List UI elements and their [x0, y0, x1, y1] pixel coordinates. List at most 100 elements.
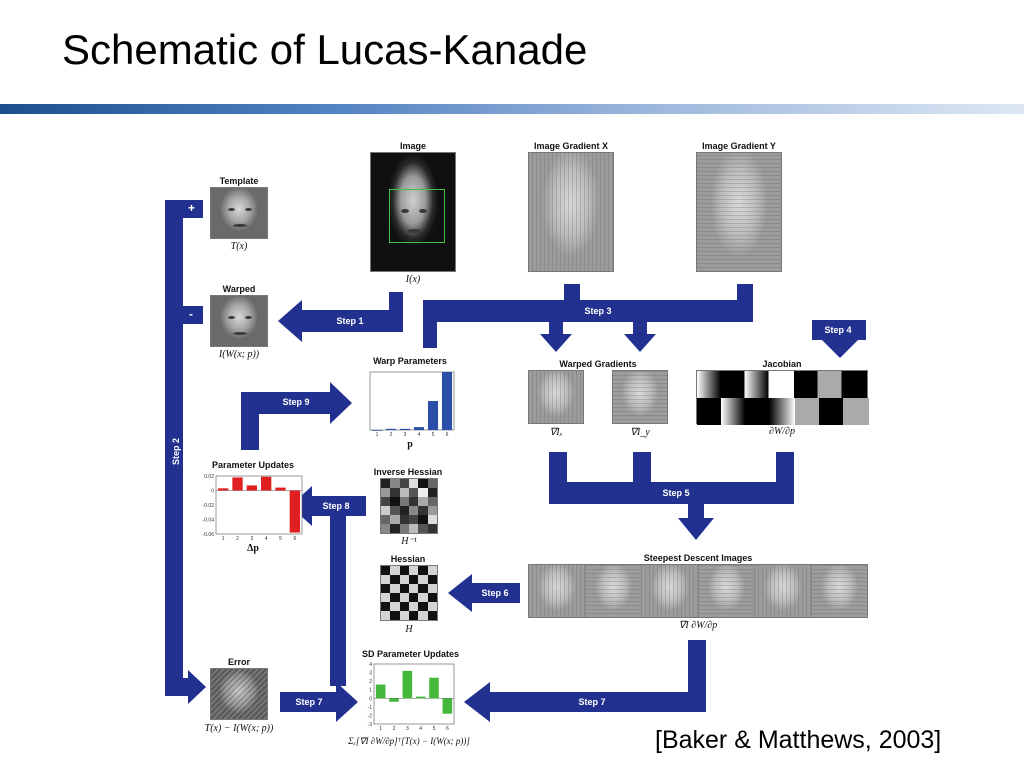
sd-updates-math: Σₓ[∇I ∂W/∂p]ᵀ[T(x) − I(W(x; p))]: [348, 736, 470, 746]
face-eye-right: [419, 209, 427, 213]
x-tick-4: 4: [265, 536, 268, 542]
step4-arrowhead: [822, 340, 858, 358]
slide-title: Schematic of Lucas-Kanade: [62, 26, 588, 73]
sd-image-2: [585, 565, 642, 617]
hessian-cell: [427, 584, 437, 593]
x-tick-6: 6: [293, 536, 296, 542]
bar-2: [385, 428, 397, 430]
warped-gradient-x: [528, 370, 584, 424]
x-tick-5: 5: [279, 536, 282, 542]
step3-y-stem: [737, 284, 753, 308]
step9-label: Step 9: [282, 397, 310, 407]
hessian-cell: [390, 575, 400, 584]
hessian-cell: [381, 506, 391, 515]
step5-drop: [688, 500, 704, 522]
step3-x-stem: [564, 284, 580, 308]
face-mouth: [233, 224, 247, 227]
arrow-group: [165, 200, 866, 722]
step7a-bar: [280, 692, 338, 712]
bar-3: [402, 670, 413, 699]
step3-drop-x: [549, 300, 563, 336]
hessian-cell: [418, 506, 428, 515]
hessian-cell: [427, 593, 437, 602]
hessian-math: H: [405, 624, 413, 635]
y-tick-3: -0.04: [203, 518, 215, 524]
hessian-cell: [381, 524, 391, 533]
step7b-arrowhead: [464, 682, 490, 722]
bar-1: [375, 684, 386, 699]
hessian-cell: [427, 524, 437, 533]
hessian-cell: [408, 611, 419, 620]
hessian-cell: [408, 479, 419, 488]
step6-arrowhead: [448, 574, 472, 612]
hessian-cell: [381, 593, 391, 602]
hessian-cell: [390, 488, 400, 497]
jacobian-lower-row: [697, 398, 869, 425]
sd-image-4: [698, 565, 755, 617]
hessian-cell: [390, 593, 400, 602]
chart-frame: [373, 663, 455, 725]
hessian-cell: [390, 584, 400, 593]
y-tick-5: -1: [368, 705, 373, 711]
template-label: Template: [219, 176, 259, 186]
step1-bar: [300, 310, 403, 332]
hessian-cell: [418, 515, 428, 524]
x-tick-6: 6: [446, 726, 449, 732]
steepest-descent-label: Steepest Descent Images: [643, 553, 753, 563]
step7a-arrowhead: [336, 682, 358, 722]
face-eye-right: [245, 316, 252, 319]
step9-bar: [241, 392, 333, 414]
bar-4: [261, 476, 272, 491]
y-tick-1: 0: [211, 489, 214, 495]
inverse-hessian-math: H⁻¹: [401, 536, 417, 547]
x-tick-3: 3: [250, 536, 253, 542]
hessian-cell: [427, 479, 437, 488]
error-label: Error: [227, 657, 250, 667]
step3-arrowhead-x: [540, 334, 572, 352]
y-tick-6: -2: [368, 713, 373, 719]
image-gradient-x: [528, 152, 614, 272]
step3-label: Step 3: [584, 306, 612, 316]
step7a-label: Step 7: [295, 697, 323, 707]
hessian-cell: [390, 515, 400, 524]
sd-image-3: [642, 565, 699, 617]
sd-updates-label: SD Parameter Updates: [362, 649, 460, 659]
hessian-cell: [381, 515, 391, 524]
step4-label: Step 4: [824, 325, 852, 335]
template-math: T(x): [230, 241, 248, 252]
hessian-cell: [418, 602, 428, 611]
x-tick-2: 2: [390, 432, 393, 438]
hessian-cell: [399, 584, 409, 593]
y-tick-7: -3: [368, 722, 373, 728]
hessian-cell: [399, 488, 409, 497]
hessian-cell: [399, 524, 409, 533]
warped-gradients-label: Warped Gradients: [559, 359, 637, 369]
bar-4: [415, 696, 426, 699]
image-label: Image: [399, 141, 426, 151]
step7b-label: Step 7: [578, 697, 606, 707]
step5-j-stem: [776, 452, 794, 482]
chart-frame: [369, 371, 455, 431]
hessian-cell: [418, 497, 428, 506]
steepest-descent-images: [528, 564, 868, 618]
hessian-cell: [418, 524, 428, 533]
warp-parameters-math: p: [407, 439, 413, 450]
step8-label: Step 8: [322, 501, 350, 511]
x-tick-5: 5: [433, 726, 436, 732]
y-tick-4: -0.06: [203, 532, 215, 538]
region-of-interest-box: [389, 189, 445, 243]
hessian-label: Hessian: [390, 554, 426, 564]
template-image: [210, 187, 268, 239]
x-tick-1: 1: [222, 536, 225, 542]
title-rule: [0, 104, 1024, 114]
hessian-cell: [381, 566, 391, 575]
hessian-cell: [390, 611, 400, 620]
hessian-cell: [381, 611, 391, 620]
warp-parameters-label: Warp Parameters: [373, 356, 447, 366]
sd-image-1: [529, 565, 586, 617]
step6-label: Step 6: [481, 588, 509, 598]
hessian-cell: [399, 611, 409, 620]
parameter-updates-math: Δp: [247, 543, 259, 554]
